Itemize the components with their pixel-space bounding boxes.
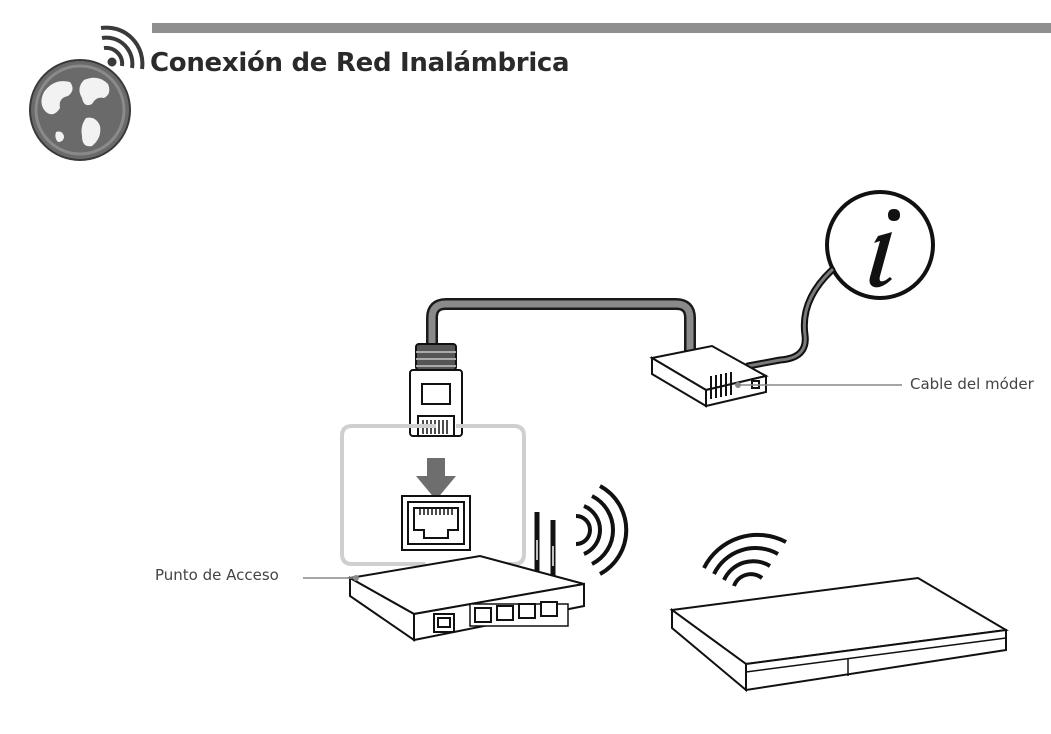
player-wifi-waves (702, 532, 787, 587)
router-wifi-waves (575, 484, 629, 576)
ethernet-plug (409, 343, 463, 437)
modem (649, 344, 769, 408)
ethernet-cable (426, 298, 696, 352)
player-device (669, 576, 1010, 693)
header-rule (152, 23, 1051, 33)
section-title: Conexión de Red Inalámbrica (150, 48, 570, 78)
access-point-label: Punto de Acceso (155, 566, 279, 584)
insert-arrow (416, 458, 456, 500)
modem-label: Cable del móder (910, 375, 1034, 393)
globe-wireless-icon (29, 25, 145, 161)
info-icon (825, 190, 935, 300)
ethernet-port-zoom (401, 495, 471, 551)
access-point-router (347, 512, 585, 642)
